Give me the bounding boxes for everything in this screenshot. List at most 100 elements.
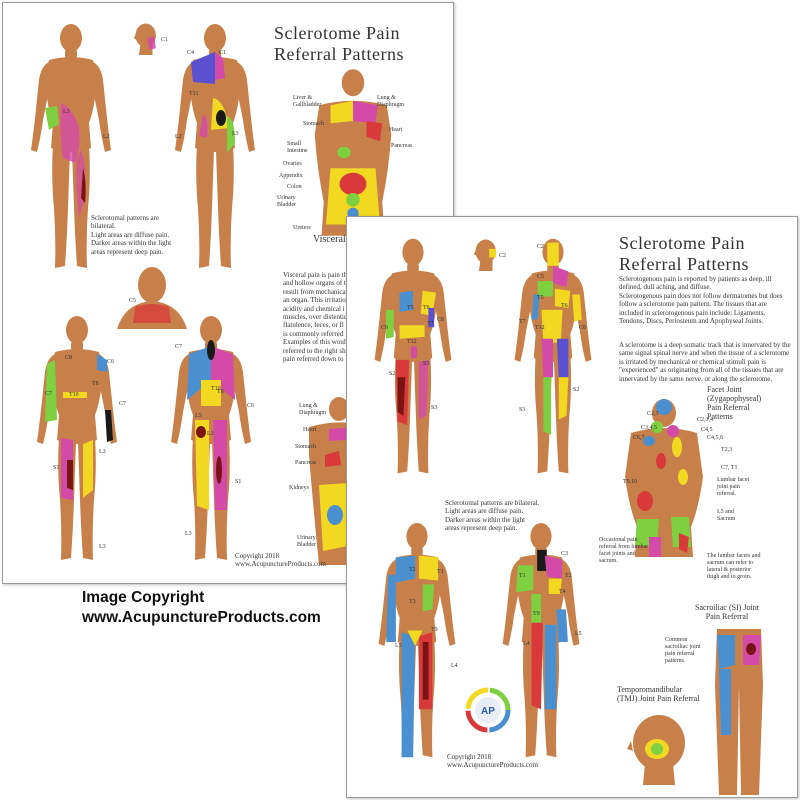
tmj-title-line: Temporomandibular [617,685,683,694]
label-text: Small [287,141,302,147]
body-figure-lower-front [27,309,127,571]
label-t6: T6 [423,305,430,311]
label-l3-lower: L3 [99,449,106,455]
label-c2: C2 [499,253,507,259]
note-line: Darker areas within the light [445,515,526,524]
label-c2-3-4: C2,3,4 [697,417,714,423]
note-line: Darker areas within the light [91,239,172,248]
label-t9-10: T9,10 [623,479,638,485]
label-text: Diaphragm [299,410,326,416]
si-title-line: Sacroiliac (SI) Joint [695,603,759,612]
visceral-line: is commonly referred [283,329,344,338]
facet-figure [625,399,703,557]
title-line-2: Referral Patterns [619,254,749,274]
note-line: Occasional pain [599,537,638,543]
tmj-title: Temporomandibular (TMJ) Joint Pain Refer… [617,685,699,703]
note-line: thigh and to groin. [707,574,752,580]
visceral-line: flatulence, feces, or fl [283,321,344,330]
intro-para: Sclerotogenous pain does not follow derm… [619,291,783,326]
label-l5: L5 [395,643,402,649]
label-lower-lung: Lung &Diaphragm [299,403,326,417]
si-line: patterns. [665,658,686,664]
body-figure-lower-back [161,309,261,571]
note-line: The lumbar facets and [707,553,761,559]
label-c6-back: C6 [247,403,255,409]
label-lower-heart: Heart [303,427,317,433]
label-text: Bladder [297,542,316,548]
facet-title: Facet Joint (Zygapophyseal) Pain Referra… [707,385,761,421]
label-t5: T5 [407,305,414,311]
back-poster-note: Sclerotomal patterns are bilateral. Ligh… [91,214,191,256]
label-l3-back-foot: L3 [185,531,192,537]
note-line: facet joints and [599,551,636,557]
intro-para: Sclerotogenous pain is reported by patie… [619,275,772,292]
label-t8: T8 [92,381,99,387]
label-c1: C1 [161,37,169,43]
si-line: Common [665,637,688,643]
label-l3: L3 [63,109,70,115]
image-copyright-caption: Image Copyright www.AcupunctureProducts.… [82,588,321,628]
label-heart: Heart [389,127,403,133]
front-poster-copyright: Copyright 2018 www.AcupunctureProducts.c… [447,753,597,770]
label-lumbar-facet: Lumbar facet joint pain referral. [717,477,749,498]
body-figure-back [165,17,265,279]
logo-text: AP [481,706,495,717]
front-poster: Sclerotome Pain Referral Patterns Sclero… [346,216,798,798]
label-l3-back: L3 [232,131,239,137]
note-line: bilateral. [91,222,116,231]
label-text: Bladder [277,202,296,208]
label-text: Urinary [277,195,296,201]
title-line-2: Referral Patterns [274,44,404,64]
title-line-1: Sclerotome Pain [619,233,745,253]
label-line: Lumbar facet [717,477,750,483]
label-t2-back: T2 [565,573,572,579]
si-figure [715,629,763,795]
front-poster-note: Sclerotomal patterns are bilateral. Ligh… [445,499,575,533]
label-s2-back: S2 [573,387,580,393]
label-l4-back: L4 [523,641,530,647]
note-line: Light areas are diffuse pain. [91,230,170,239]
visceral-line: acidity and chemical i [283,304,345,313]
viscera-figure [314,69,392,236]
note-line: referral from lumbar [599,544,649,550]
label-t12: T12 [407,339,417,345]
facet-title-line: Pain Referral [707,403,750,412]
label-l5-sacrum: L5 and Sacrum [717,509,735,523]
neck-figure [117,267,187,329]
label-c6: C6 [107,359,115,365]
body-figure-front-top [363,233,463,483]
label-t4: T4 [559,589,566,595]
label-c8-back: C8 [579,325,587,331]
visceral-line: Visceral pain is pain th [283,271,348,279]
si-line: pain referral [665,651,695,657]
visceral-line: an organ. This irritatio [283,296,346,305]
label-text: Lung & [377,95,396,101]
front-definition: A sclerotome is a deep somatic track tha… [619,341,791,383]
label-t12-back: T12 [535,325,545,331]
label-liver: Liver &Gallbladder [293,95,321,109]
label-lower-kidneys: Kidneys [289,485,309,491]
copyright-line: www.AcupunctureProducts.com [447,761,538,770]
label-text: Urinary [297,535,316,541]
label-c8: C8 [437,317,445,323]
label-s3: S3 [423,361,430,367]
label-l2: L2 [103,134,110,140]
label-t3: T3 [409,599,416,605]
ap-logo: AP [465,687,511,733]
copyright-line: www.AcupunctureProducts.com [235,560,326,569]
label-t9: T9 [431,627,438,633]
copyright-line: Copyright 2018 [235,552,280,560]
si-title: Sacroiliac (SI) Joint Pain Referral [695,603,759,621]
visceral-line: referred to the right sh [283,346,346,355]
title-line-1: Sclerotome Pain [274,23,400,43]
label-t6-back: T6 [561,303,568,309]
visceral-text: Visceral pain is pain th and hollow orga… [283,271,353,363]
label-l2-back: L2 [175,134,182,140]
head-side-figure [127,21,156,55]
note-line: Light areas are diffuse pain. [445,507,524,516]
label-c6-7: C6,7 [633,435,645,441]
label-text: Liver & [293,95,313,101]
label-t10-back: T10 [211,386,221,392]
